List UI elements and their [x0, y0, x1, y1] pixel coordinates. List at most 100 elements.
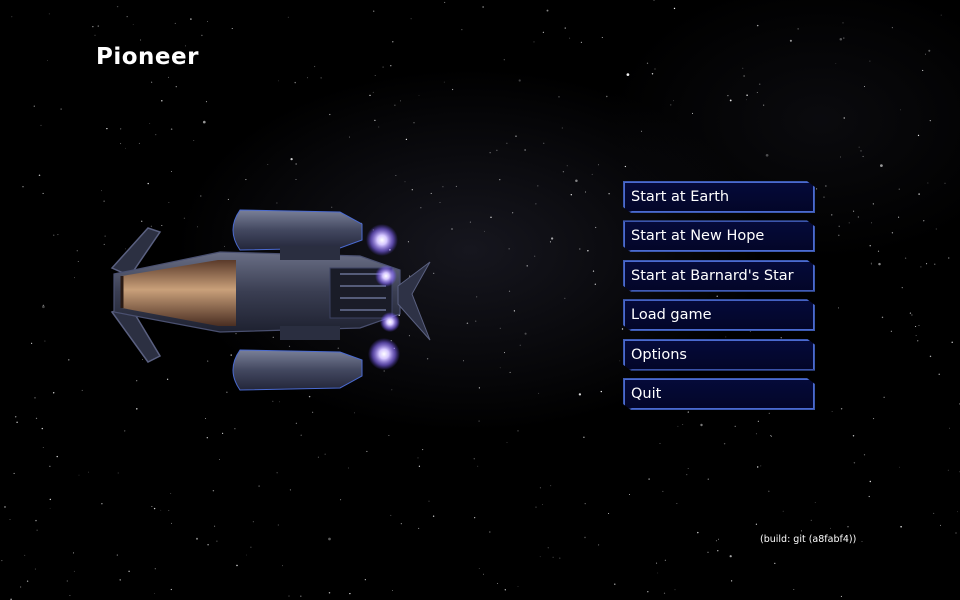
star: [746, 99, 747, 101]
star: [312, 411, 314, 413]
star: [862, 155, 864, 158]
star: [901, 286, 903, 289]
options-button[interactable]: Options: [623, 338, 815, 371]
star: [392, 590, 393, 591]
star: [929, 120, 931, 122]
star: [583, 436, 585, 438]
start-barnards-star-button[interactable]: Start at Barnard's Star: [623, 259, 815, 292]
star: [927, 182, 929, 184]
star: [909, 312, 912, 314]
star: [550, 237, 554, 240]
star: [120, 128, 122, 130]
star: [324, 453, 326, 455]
star: [758, 83, 761, 86]
start-new-hope-button[interactable]: Start at New Hope: [623, 220, 815, 253]
star: [277, 80, 279, 82]
star: [749, 330, 751, 332]
star: [789, 39, 792, 42]
star: [917, 340, 919, 342]
star: [934, 263, 936, 265]
star: [22, 185, 24, 188]
star: [524, 149, 526, 151]
star: [900, 109, 901, 111]
star: [830, 527, 831, 529]
star: [300, 434, 302, 436]
star: [395, 174, 397, 176]
star: [878, 262, 881, 266]
star: [69, 594, 71, 597]
star: [489, 531, 491, 533]
star: [852, 435, 855, 437]
star: [584, 503, 586, 505]
star: [489, 152, 491, 154]
star: [478, 387, 481, 389]
star: [517, 586, 519, 587]
star: [948, 257, 950, 259]
star: [147, 182, 149, 185]
load-game-button[interactable]: Load game: [623, 299, 815, 332]
quit-button[interactable]: Quit: [623, 377, 815, 410]
star: [543, 142, 545, 144]
star: [537, 185, 539, 187]
star: [277, 524, 279, 526]
star: [595, 226, 597, 229]
star: [258, 485, 260, 487]
star: [797, 28, 799, 30]
star: [405, 138, 408, 141]
star: [451, 228, 453, 230]
star: [755, 523, 758, 525]
star: [142, 359, 143, 360]
star: [587, 250, 589, 252]
star: [170, 493, 172, 495]
star: [455, 185, 457, 187]
star: [306, 77, 309, 79]
star: [558, 96, 560, 98]
star: [388, 435, 390, 436]
star: [843, 37, 845, 39]
star: [490, 216, 492, 219]
star: [267, 164, 269, 165]
star: [74, 277, 75, 279]
star: [170, 588, 172, 591]
start-earth-button[interactable]: Start at Earth: [623, 181, 815, 213]
star: [212, 489, 215, 492]
star: [193, 140, 195, 141]
star: [160, 509, 162, 511]
star: [290, 157, 293, 161]
star: [73, 552, 75, 554]
star: [951, 341, 953, 344]
star: [542, 504, 543, 505]
star: [9, 519, 11, 521]
star: [328, 591, 331, 594]
star: [848, 222, 850, 224]
star: [838, 225, 840, 228]
star: [933, 512, 935, 514]
star: [36, 529, 38, 531]
star: [38, 174, 41, 177]
star: [42, 305, 45, 309]
game-title: Pioneer: [96, 44, 199, 70]
star: [526, 265, 528, 267]
star: [466, 322, 469, 324]
star: [763, 104, 765, 106]
star: [44, 340, 46, 342]
load-game-label: Load game: [631, 307, 712, 324]
star: [861, 541, 863, 542]
star: [348, 136, 351, 138]
star: [877, 250, 880, 252]
star: [469, 221, 471, 223]
star: [295, 178, 297, 180]
star: [843, 117, 845, 119]
star: [374, 74, 376, 77]
star: [202, 120, 206, 124]
star: [328, 537, 331, 541]
star: [868, 495, 870, 498]
star: [497, 582, 499, 584]
star: [674, 589, 676, 591]
star: [11, 16, 13, 18]
star: [509, 371, 511, 373]
star: [677, 425, 679, 427]
star: [756, 92, 758, 93]
star: [831, 411, 833, 413]
